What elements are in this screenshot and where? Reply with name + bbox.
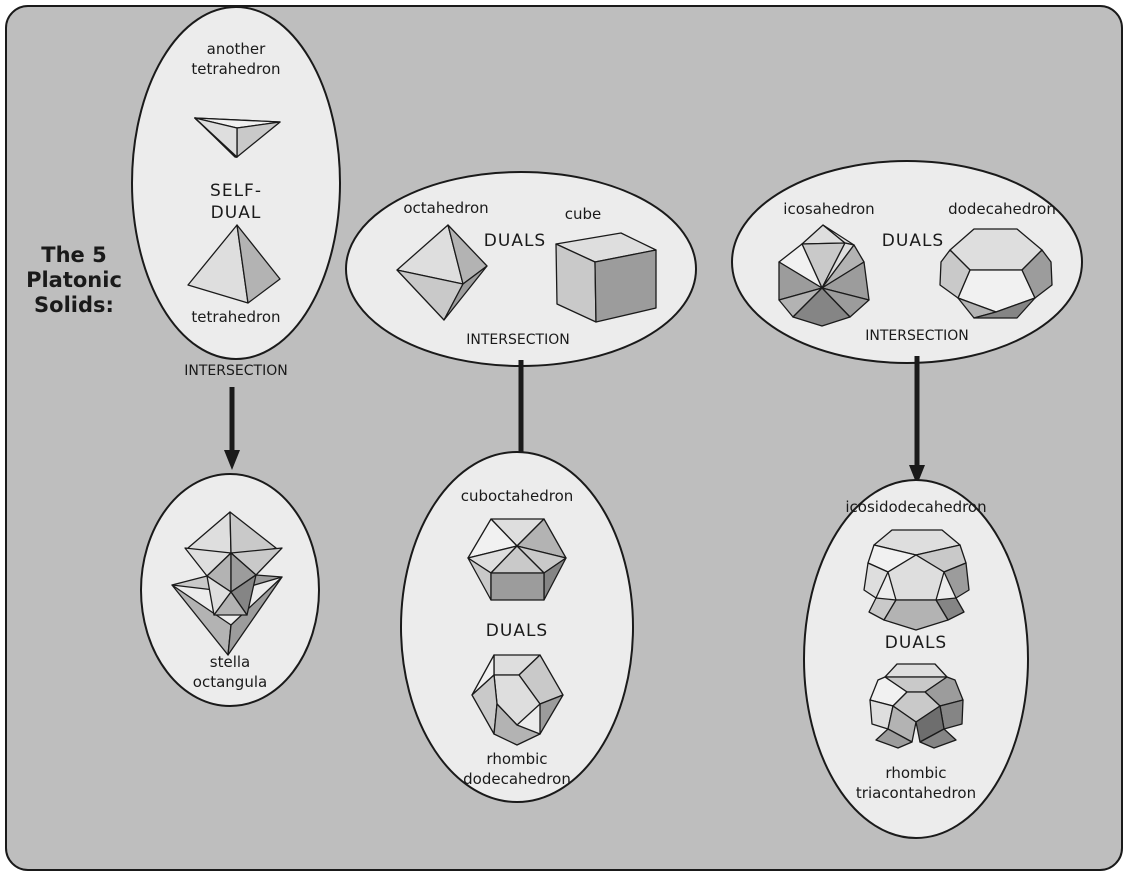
self-dual-oval (131, 6, 341, 360)
cube-label: cube (565, 205, 602, 223)
cube-shape (555, 232, 657, 323)
cuboctahedron-group: cuboctahedron DUALS rhombic dodecahedron (400, 451, 634, 803)
octahedron-shape (396, 224, 488, 321)
rhombic-dodecahedron-shape (471, 654, 564, 746)
cuboctahedron-label: cuboctahedron (461, 487, 574, 505)
icosahedron-dodecahedron-arrow (909, 356, 925, 485)
rhombic-triacontahedron-shape (869, 663, 964, 749)
icosahedron-label: icosahedron (783, 200, 874, 218)
octahedron-cube-duals-label: DUALS (484, 231, 546, 251)
stella-label-line-1: stella (210, 653, 250, 671)
icosidodecahedron-group: icosidodecahedron DUALS rhom (803, 479, 1029, 839)
octahedron-cube-group: octahedron cube DUALS INTERSECTION (345, 171, 697, 475)
dodecahedron-label: dodecahedron (948, 200, 1056, 218)
tetrahedron-shape (187, 224, 281, 304)
rhombic-dodecahedron-label-line-2: dodecahedron (463, 770, 571, 788)
self-dual-arrow (224, 387, 240, 470)
icosahedron-dodecahedron-intersection-label: INTERSECTION (865, 328, 968, 344)
cuboctahedron-oval (400, 451, 634, 803)
icosidodecahedron-oval (803, 479, 1029, 839)
icosidodecahedron-shape (863, 529, 970, 631)
cuboctahedron-shape (467, 518, 567, 601)
rhombic-triacontahedron-label-line-1: rhombic (885, 764, 946, 782)
title-line-1: The 5 (41, 243, 106, 267)
self-dual-intersection-label: INTERSECTION (184, 363, 287, 379)
octahedron-cube-intersection-label: INTERSECTION (466, 332, 569, 348)
octahedron-label: octahedron (403, 199, 488, 217)
icosidodecahedron-duals-label: DUALS (885, 633, 947, 653)
stella-octangula-shape (171, 511, 283, 656)
another-tetrahedron-label-line-1: another (207, 40, 266, 58)
rhombic-dodecahedron-label-line-1: rhombic (486, 750, 547, 768)
icosahedron-shape (778, 224, 870, 327)
self-dual-label-line-1: SELF- (210, 181, 262, 201)
inverted-tetrahedron-faces (194, 117, 281, 158)
cuboctahedron-duals-label: DUALS (486, 621, 548, 641)
icosahedron-dodecahedron-group: icosahedron dodecahedron DUALS INTERSECT… (731, 160, 1083, 485)
another-tetrahedron-label-line-2: tetrahedron (191, 60, 280, 78)
stella-octangula-group: stella octangula (140, 473, 320, 707)
stella-label-line-2: octangula (193, 673, 267, 691)
tetrahedron-label: tetrahedron (191, 308, 280, 326)
icosidodecahedron-label: icosidodecahedron (845, 498, 986, 516)
self-dual-group: another tetrahedron SELF- DUAL tetrahedr… (131, 6, 341, 470)
title-line-2: Platonic (26, 268, 122, 292)
dodecahedron-shape (939, 228, 1053, 319)
diagram-title: The 5 Platonic Solids: (26, 243, 122, 317)
self-dual-label-line-2: DUAL (211, 203, 262, 223)
title-line-3: Solids: (34, 293, 114, 317)
icosahedron-dodecahedron-duals-label: DUALS (882, 231, 944, 251)
rhombic-triacontahedron-label-line-2: triacontahedron (856, 784, 976, 802)
